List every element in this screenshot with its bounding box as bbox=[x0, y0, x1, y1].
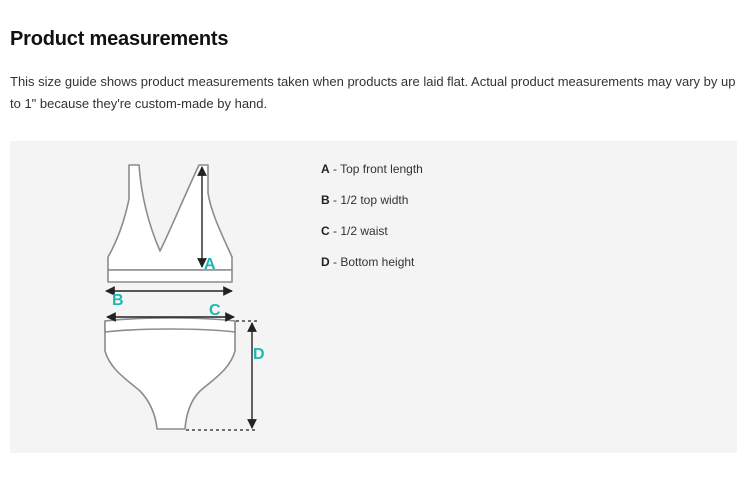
legend-text: - Bottom height bbox=[329, 255, 415, 269]
legend-text: - 1/2 top width bbox=[329, 193, 409, 207]
legend-letter: A bbox=[321, 162, 330, 176]
legend-letter: B bbox=[321, 193, 330, 207]
legend-letter: C bbox=[321, 224, 330, 238]
legend-item-c: C - 1/2 waist bbox=[321, 223, 423, 254]
page-title: Product measurements bbox=[10, 28, 229, 50]
legend-text: - 1/2 waist bbox=[329, 224, 388, 238]
diagram-label-d: D bbox=[253, 346, 265, 363]
legend-item-a: A - Top front length bbox=[321, 161, 423, 192]
bikini-bottom-outline bbox=[104, 317, 236, 430]
legend-item-b: B - 1/2 top width bbox=[321, 192, 423, 223]
bikini-measurement-diagram: A B C D bbox=[104, 164, 265, 431]
measurement-legend: A - Top front length B - 1/2 top width C… bbox=[321, 161, 423, 285]
legend-text: - Top front length bbox=[329, 162, 423, 176]
diagram-label-a: A bbox=[204, 256, 216, 273]
measurement-panel: A B C D A - Top front length B - 1/2 top… bbox=[10, 141, 737, 453]
diagram-label-c: C bbox=[209, 302, 221, 319]
size-guide-intro: This size guide shows product measuremen… bbox=[10, 74, 736, 111]
legend-item-d: D - Bottom height bbox=[321, 254, 423, 285]
diagram-label-b: B bbox=[112, 292, 124, 309]
legend-letter: D bbox=[321, 255, 330, 269]
